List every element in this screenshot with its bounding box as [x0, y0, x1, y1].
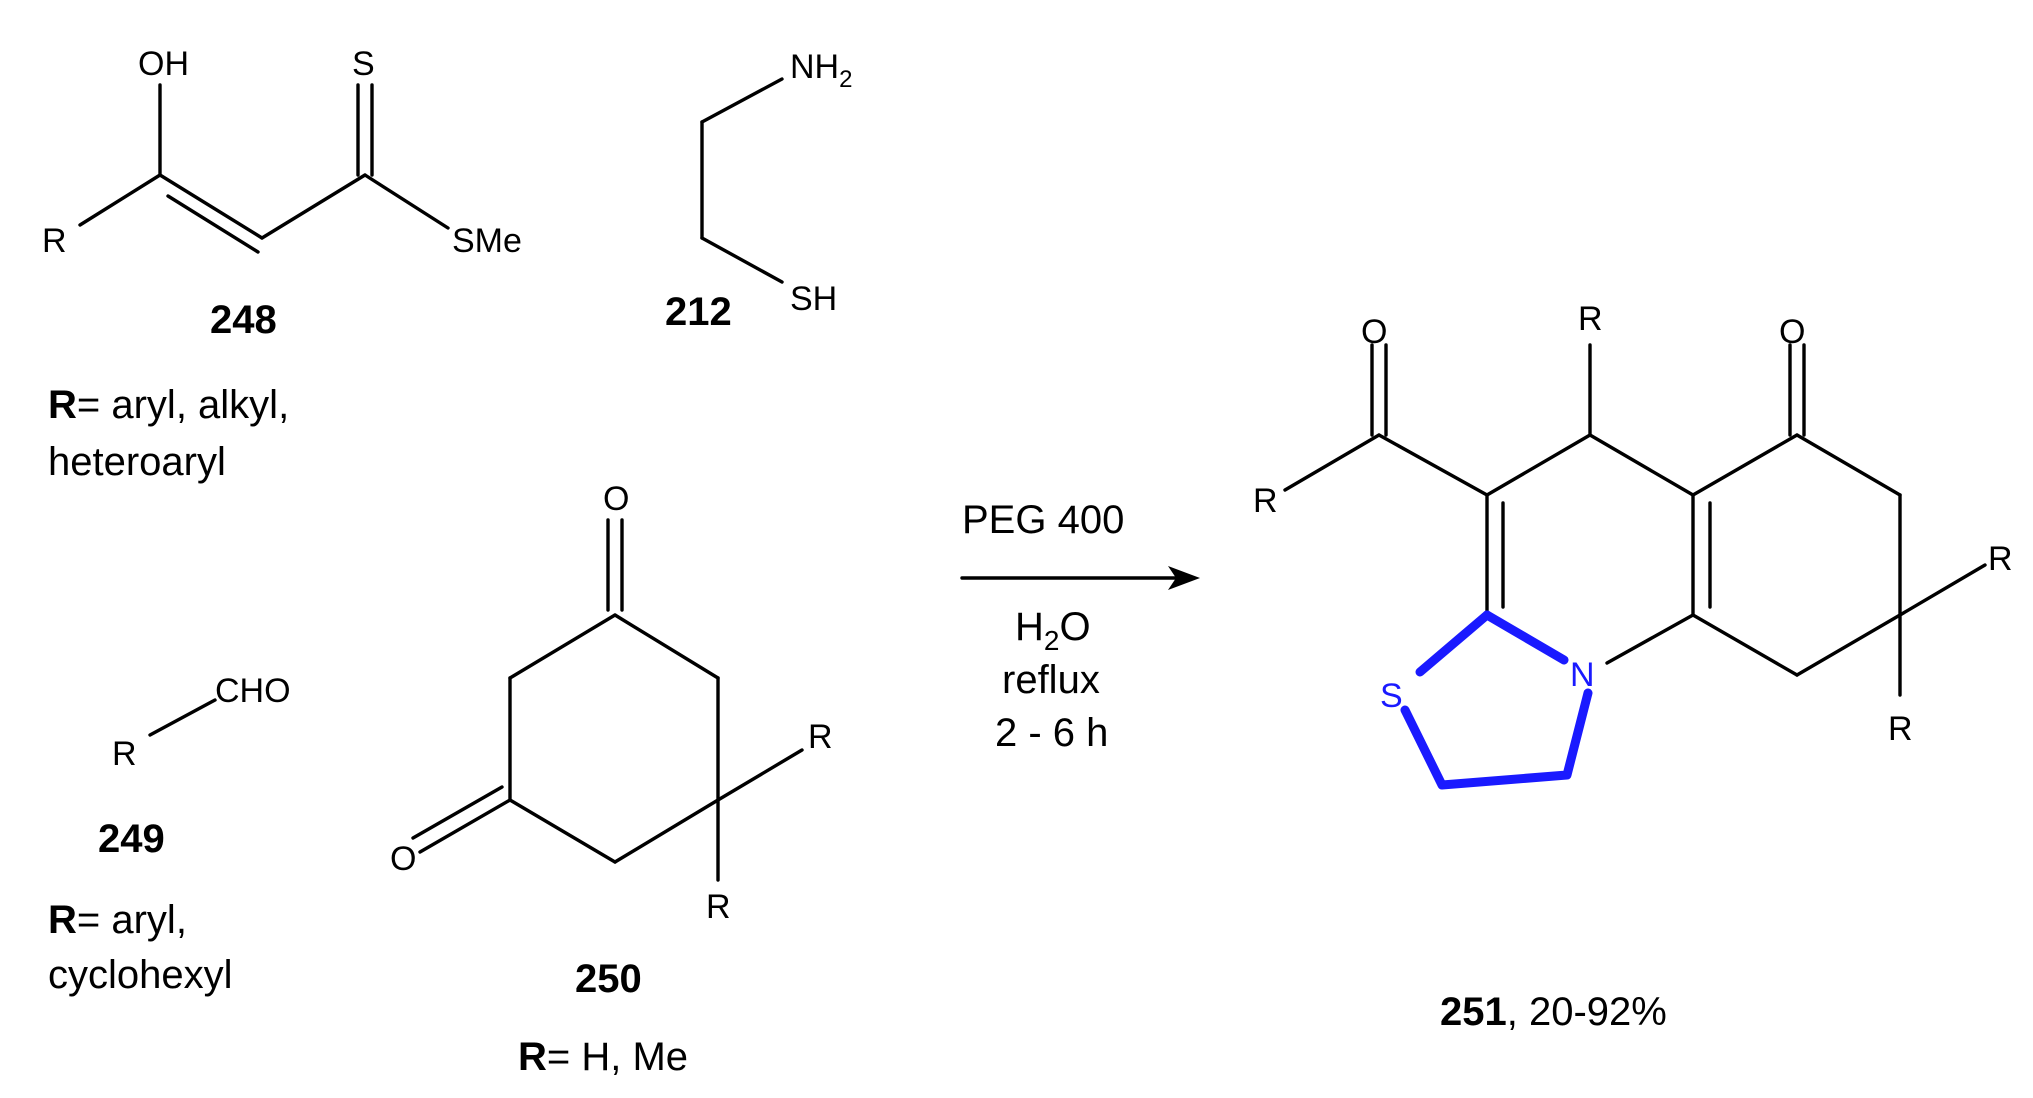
atom-r-right1: R: [1988, 540, 2013, 578]
bond: [260, 173, 367, 240]
compound-label-251: 251, 20-92%: [1440, 990, 1667, 1034]
r-values: = H, Me: [547, 1035, 688, 1079]
atom-o2: O: [1779, 313, 1805, 351]
bond: [1588, 433, 1695, 497]
atom-sme: SMe: [452, 222, 522, 260]
bond: [1691, 433, 1799, 497]
bond: [1283, 433, 1381, 492]
bond: [158, 173, 264, 240]
compound-label: 212: [665, 290, 732, 334]
atom-r: R: [112, 735, 137, 773]
atom-cho: CHO: [215, 672, 291, 710]
r-symbol: R: [518, 1035, 547, 1079]
bond: [700, 77, 784, 124]
bond: [508, 613, 617, 680]
bond: [363, 173, 450, 230]
bond: [613, 798, 720, 864]
compound-212: NH2 SH 212: [665, 48, 852, 334]
r-definition-249: R= aryl,: [48, 898, 187, 942]
atom-o1: O: [1361, 313, 1387, 351]
atom-n: N: [1570, 656, 1595, 694]
compound-248: OH S R SMe 248 R= aryl, alkyl, heteroary…: [42, 45, 522, 484]
bond: [411, 785, 504, 840]
bond: [1691, 613, 1799, 677]
compound-250: O O R R 250 R= H, Me: [390, 480, 833, 1079]
atom-s: S: [1380, 677, 1403, 715]
bond: [1485, 433, 1592, 497]
r-symbol: R: [48, 898, 77, 942]
highlight-bond-ring: [1400, 688, 1593, 790]
reaction-arrow-group: PEG 400 H2O reflux 2 - 6 h: [960, 498, 1200, 755]
atom-nh2: NH2: [790, 48, 852, 93]
bond: [613, 613, 720, 680]
bond: [1795, 433, 1902, 497]
highlight-bond-cn: [1482, 610, 1569, 665]
bond: [1795, 613, 1902, 677]
r-values: = aryl, alkyl,: [77, 383, 289, 427]
yield-text: , 20-92%: [1507, 990, 1667, 1034]
atom-o-top: O: [603, 480, 629, 518]
compound-label: 248: [210, 298, 277, 342]
compound-251: O R O R R R S N 251, 20-92%: [1253, 300, 2013, 1034]
atom-o-left: O: [390, 840, 416, 878]
atom-r: R: [42, 222, 67, 260]
compound-label: 250: [575, 957, 642, 1001]
atom-r1: R: [808, 718, 833, 756]
condition-time: 2 - 6 h: [995, 711, 1108, 755]
condition-reagent: PEG 400: [962, 498, 1124, 542]
r-symbol: R: [48, 383, 77, 427]
r-values-cont: heteroaryl: [48, 440, 226, 484]
condition-temperature: reflux: [1002, 658, 1100, 702]
bond: [1605, 613, 1695, 665]
bond: [1898, 563, 1987, 617]
compound-label: 251: [1440, 990, 1507, 1034]
atom-r-left: R: [1253, 482, 1278, 520]
highlight-bond-cs: [1415, 610, 1492, 677]
bond: [418, 798, 512, 854]
bond: [700, 236, 784, 284]
compound-249: CHO R 249 R= aryl, cyclohexyl: [48, 672, 291, 997]
bond: [1377, 433, 1489, 497]
atom-oh: OH: [138, 45, 189, 83]
bond: [716, 748, 804, 802]
atom-sh: SH: [790, 280, 837, 318]
r-definition-250: R= H, Me: [518, 1035, 688, 1079]
bond: [508, 798, 617, 864]
compound-label: 249: [98, 817, 165, 861]
atom-r-top: R: [1578, 300, 1603, 338]
bond: [78, 173, 162, 227]
r-values: = aryl,: [77, 898, 187, 942]
atom-r2: R: [706, 888, 731, 926]
reaction-arrow-head: [1168, 566, 1200, 590]
condition-solvent: H2O: [1015, 605, 1091, 656]
atom-s: S: [352, 45, 375, 83]
bond: [148, 698, 217, 737]
r-values-cont: cyclohexyl: [48, 953, 233, 997]
r-definition-248: R= aryl, alkyl,: [48, 383, 289, 427]
bond: [166, 194, 260, 254]
atom-r-right2: R: [1888, 710, 1913, 748]
